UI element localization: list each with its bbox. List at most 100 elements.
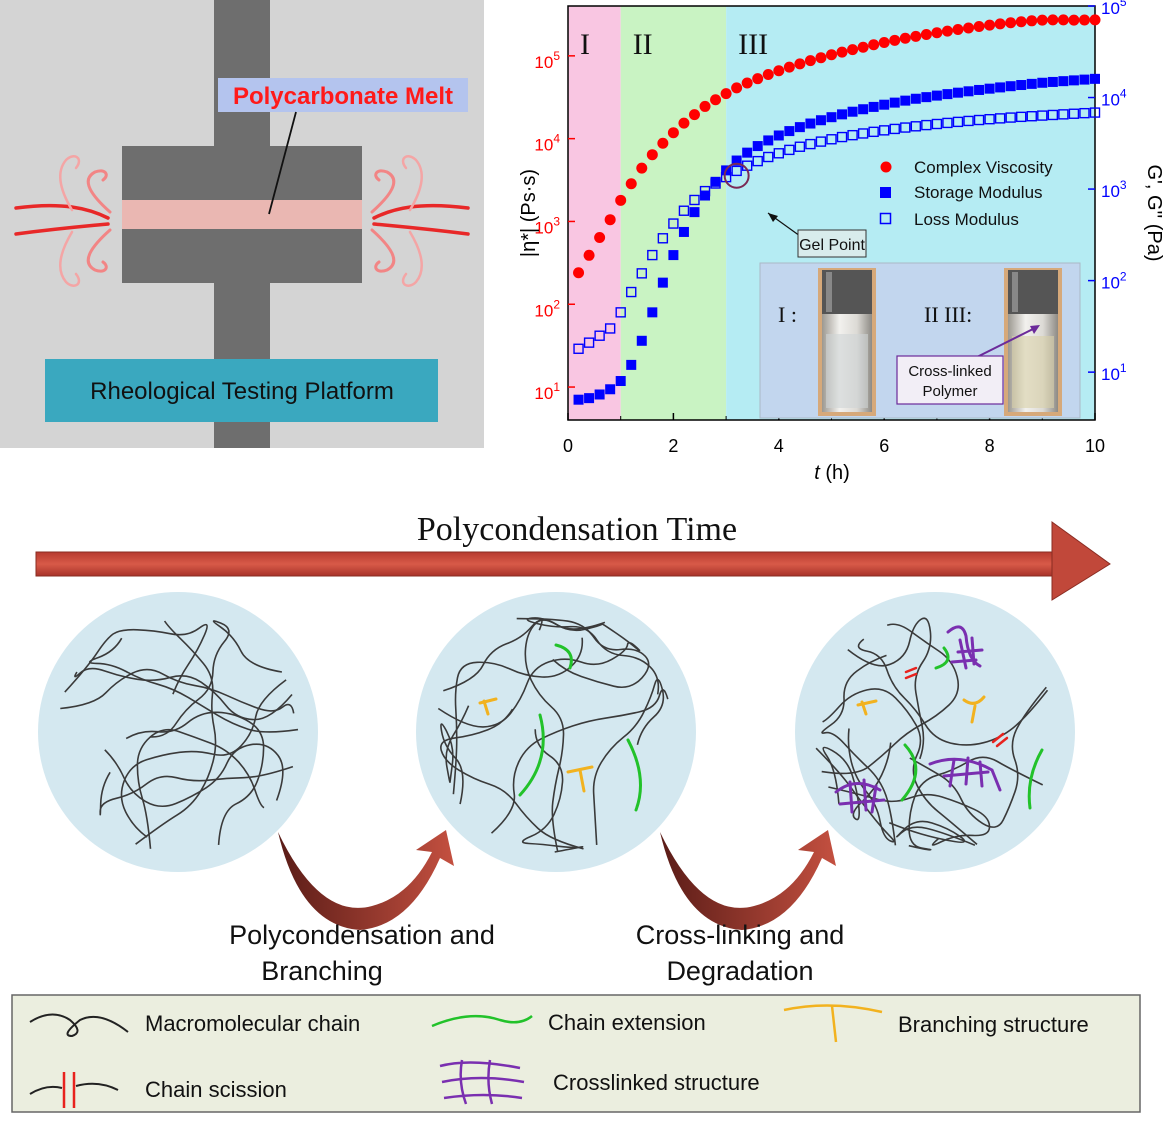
macromolecular-chain	[125, 711, 265, 845]
melt-flow-right-icon	[370, 155, 470, 287]
viscosity-point	[973, 21, 985, 33]
melt-flow-left-icon	[14, 155, 112, 287]
macromolecular-chain	[909, 686, 1047, 828]
storage-point	[1037, 77, 1048, 88]
viscosity-point	[688, 109, 700, 121]
viscosity-point	[941, 25, 953, 37]
storage-point	[847, 106, 858, 117]
chain-extension-icon	[900, 743, 918, 802]
storage-point	[826, 112, 837, 123]
loss-point	[710, 178, 721, 189]
x-tick-label: 6	[879, 436, 889, 456]
storage-point	[647, 307, 658, 318]
storage-point	[942, 89, 953, 100]
vial-crosslinked-icon	[1004, 268, 1062, 416]
lower-plate	[122, 229, 362, 283]
viscosity-point	[868, 39, 880, 51]
x-tick-label: 2	[668, 436, 678, 456]
stage3-features	[834, 625, 1044, 814]
storage-point	[615, 376, 626, 387]
region-label-1: I	[580, 28, 590, 61]
loss-point	[1037, 110, 1048, 121]
storage-point	[731, 155, 742, 166]
storage-point	[1079, 74, 1090, 85]
viscosity-point	[710, 94, 722, 106]
branching-structure-icon	[566, 765, 594, 793]
storage-point	[794, 122, 805, 133]
rheometer-panel: Polycarbonate Melt Rheological Testing P…	[0, 0, 484, 448]
viscosity-point	[847, 44, 859, 56]
loss-point	[900, 122, 911, 133]
macromolecular-chain	[857, 638, 1049, 746]
loss-point	[668, 218, 679, 229]
curved-arrow-icon	[660, 830, 836, 930]
crosslinked-label-line2: Polymer	[922, 383, 977, 400]
macromolecular-chain	[524, 619, 565, 853]
crosslinked-structure-icon	[928, 756, 1002, 792]
loss-point	[604, 323, 616, 334]
loss-point	[805, 138, 816, 150]
loss-point	[1068, 108, 1080, 119]
loss-point	[615, 307, 626, 318]
region-band-2	[620, 6, 727, 420]
loss-point	[826, 134, 837, 145]
storage-point	[773, 130, 784, 141]
legend-storage-marker	[880, 187, 891, 198]
viscosity-point	[783, 61, 795, 73]
macromolecular-chain	[592, 678, 665, 845]
loss-point	[1047, 109, 1059, 121]
viscosity-point	[910, 30, 922, 42]
storage-point	[858, 104, 869, 115]
y-right-tick-label: 101	[1101, 361, 1127, 384]
gel-point-marker	[723, 162, 750, 189]
storage-point	[710, 176, 721, 187]
storage-point	[742, 147, 753, 158]
series-3	[573, 107, 1101, 354]
storage-point	[889, 97, 900, 108]
gel-point-label: Gel Point	[799, 237, 865, 254]
stage2-chain-network	[437, 617, 669, 853]
crosslinked-legend-icon	[439, 1059, 525, 1105]
y-axis-right-label: G', G'' (Pa)	[1143, 164, 1165, 261]
loss-point	[678, 205, 690, 216]
loss-point	[921, 119, 932, 131]
storage-point	[910, 93, 921, 104]
chain-scission-icon	[991, 732, 1009, 748]
macromolecular-chain	[888, 820, 976, 846]
crosslinked-label-box	[896, 355, 1004, 405]
storage-point	[1026, 78, 1037, 89]
sample-label-leader	[268, 111, 297, 215]
chain-extension-legend-icon	[431, 1014, 533, 1028]
storage-point	[1047, 76, 1058, 87]
storage-point	[921, 92, 932, 103]
viscosity-point	[794, 58, 806, 70]
storage-point	[837, 109, 848, 120]
loss-point	[731, 165, 742, 177]
loss-point	[931, 118, 943, 130]
loss-point	[594, 330, 605, 341]
loss-point	[573, 343, 584, 354]
chart-series	[573, 14, 1101, 405]
viscosity-point	[1078, 14, 1090, 26]
region-label-2: II	[633, 28, 653, 61]
storage-point	[815, 115, 826, 126]
transition-arrow-1	[278, 830, 454, 930]
stage1-chain-network	[60, 620, 299, 849]
macromolecular-chain	[60, 668, 295, 714]
legend-box	[11, 994, 1141, 1113]
macromolecular-chain	[847, 617, 932, 760]
viscosity-point	[625, 178, 637, 190]
loss-point	[1026, 111, 1037, 122]
viscosity-point	[636, 162, 648, 174]
loss-point	[868, 126, 879, 138]
loss-point	[973, 114, 985, 126]
loss-point	[942, 117, 953, 129]
x-tick-label: 8	[985, 436, 995, 456]
storage-point	[974, 84, 985, 95]
step2-label-line1: Cross-linking and	[636, 920, 845, 950]
stage2-features	[478, 643, 642, 812]
viscosity-point	[804, 55, 816, 67]
viscosity-point	[1047, 14, 1059, 26]
